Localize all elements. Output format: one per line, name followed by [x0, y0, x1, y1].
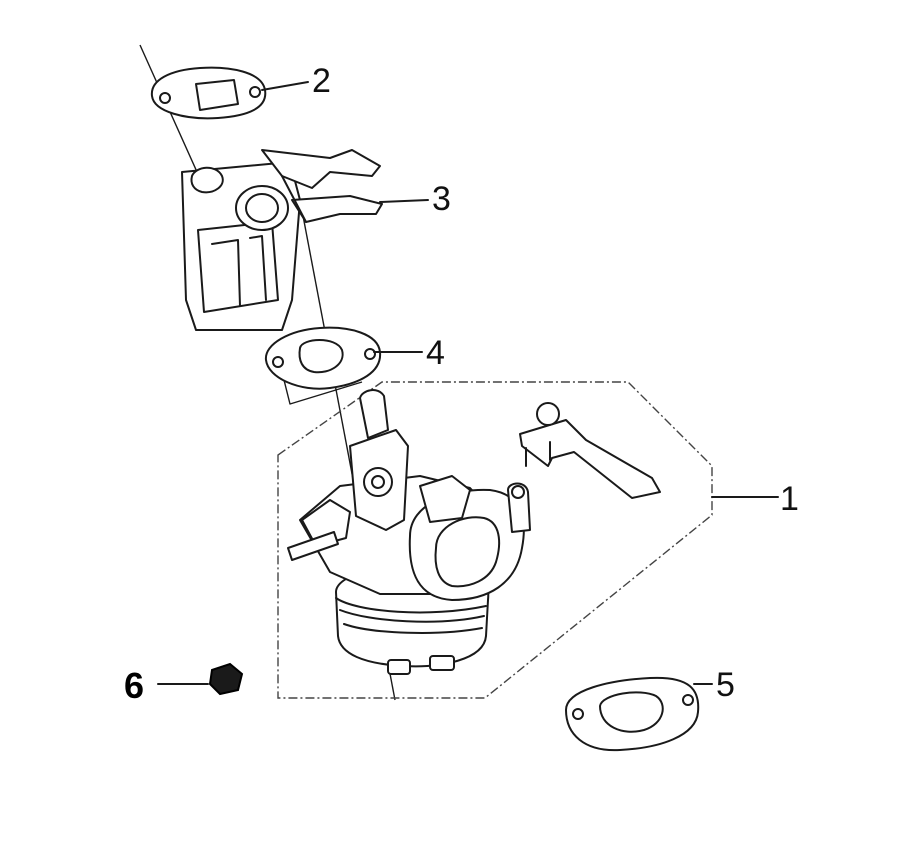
part-3-insulator-bracket	[181, 149, 383, 331]
part-4-gasket	[264, 326, 382, 405]
callout-6: 6	[124, 665, 144, 706]
part-2-gasket	[150, 66, 267, 120]
callout-3: 3	[432, 180, 451, 218]
callout-4: 4	[426, 334, 445, 372]
assembly-boundary-outline	[277, 381, 713, 699]
part-6-nut	[208, 662, 244, 696]
callout-labels: 1 2 3 4 5 6	[124, 62, 799, 706]
leader-lines	[157, 81, 779, 685]
part-5-gasket	[565, 676, 700, 752]
part-1-choke-lever	[519, 402, 661, 499]
part-1-carburetor-assembly	[287, 389, 531, 675]
callout-5: 5	[716, 666, 735, 704]
callout-1: 1	[780, 480, 799, 518]
callout-2: 2	[312, 62, 331, 100]
